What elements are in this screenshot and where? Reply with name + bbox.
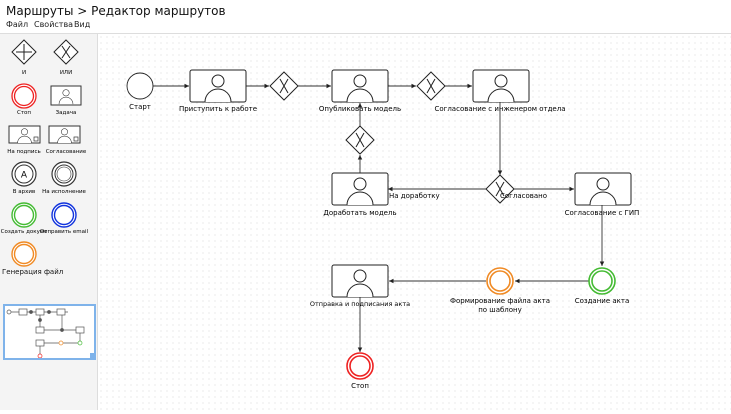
palette-item-create-document[interactable]: Создать докуме [1,202,48,235]
task-publish-model[interactable]: Опубликовать модель [319,69,401,113]
minimap-viewport[interactable] [3,304,96,360]
svg-text:Формирование файла акта: Формирование файла акта [450,297,550,305]
svg-text:Опубликовать модель: Опубликовать модель [319,105,401,113]
minimap-panel [0,296,98,410]
svg-text:Создать докуме: Создать докуме [1,229,48,235]
palette-item-stop[interactable]: Стоп [11,83,37,116]
svg-text:Согласование с инженером отдел: Согласование с инженером отдела [434,105,565,113]
svg-text:A: A [21,171,28,181]
palette-item-execution[interactable]: На исполнение [42,161,87,195]
palette-item-generate-file[interactable]: Генерация файл [2,241,63,276]
svg-text:И: И [22,70,26,76]
gateway-4[interactable] [345,125,375,155]
gateway-1[interactable] [269,71,299,101]
palette-item-task[interactable]: Задача [50,85,82,116]
svg-text:Стоп: Стоп [17,110,31,116]
svg-text:На подпись: На подпись [7,149,40,155]
stop-event[interactable]: Стоп [346,352,374,390]
exclusive-gateway-icon [345,125,375,155]
svg-text:по шаблону: по шаблону [478,306,522,314]
diagram-canvas[interactable]: Старт Приступить к работе Опубликовать м… [98,34,731,410]
task-rework-model[interactable]: Доработать модель [323,172,397,217]
event-form-file[interactable]: Формирование файла акта по шаблону [450,267,550,314]
event-create-act[interactable]: Создание акта [575,267,630,305]
exclusive-gateway-icon [53,39,79,65]
task-gip-approval[interactable]: Согласование с ГИП [565,172,640,217]
svg-text:В архив: В архив [13,189,35,195]
svg-text:Задача: Задача [56,110,77,116]
svg-text:Старт: Старт [129,103,151,111]
minimap-svg [6,308,85,359]
generate-file-icon [11,241,37,267]
svg-text:Доработать модель: Доработать модель [323,209,396,217]
exclusive-gateway-icon [485,174,515,204]
svg-text:Приступить к работе: Приступить к работе [179,105,257,113]
palette-item-and[interactable]: И [11,39,37,76]
palette-item-or[interactable]: ИЛИ [53,39,79,76]
svg-text:Отправка и подписания акта: Отправка и подписания акта [310,300,410,308]
menu-bar: Файл Свойства Вид [0,18,731,34]
menu-properties[interactable]: Свойства [34,20,74,29]
exclusive-gateway-icon [416,71,446,101]
svg-text:Отправить email: Отправить email [40,229,89,235]
exclusive-gateway-icon [269,71,299,101]
palette-item-sign[interactable]: На подпись [7,125,41,155]
palette-item-send-email[interactable]: Отправить email [40,202,89,235]
gateway-2[interactable] [416,71,446,101]
palette-item-approval[interactable]: Согласование [46,125,87,155]
task-engineer-approval[interactable]: Согласование с инженером отдела [434,69,566,113]
generate-file-label: Генерация файл [2,268,63,276]
end-event-icon [11,83,37,109]
execution-event-icon [51,161,77,187]
minimap-resize-handle[interactable] [90,353,95,358]
task-send-sign-act[interactable]: Отправка и подписания акта [310,264,410,308]
svg-text:Стоп: Стоп [351,382,369,390]
svg-text:На исполнение: На исполнение [42,189,86,195]
svg-text:ИЛИ: ИЛИ [60,70,72,76]
menu-view[interactable]: Вид [74,20,91,29]
svg-text:Создание акта: Создание акта [575,297,630,305]
create-document-icon [11,202,37,228]
svg-text:Согласование: Согласование [46,149,87,155]
menu-file[interactable]: Файл [6,20,29,29]
start-event[interactable]: Старт [126,72,154,111]
element-palette: И ИЛИ Стоп Задача На подпись Согласовани… [0,34,98,296]
archive-event-icon [11,161,37,187]
parallel-gateway-icon [11,39,37,65]
diagram-svg: Старт Приступить к работе Опубликовать м… [126,69,640,390]
gateway-3[interactable] [485,174,515,204]
edge-label-rework: На доработку [389,192,440,200]
palette-svg: И ИЛИ Стоп Задача На подпись Согласовани… [1,39,89,276]
page-title: Маршруты > Редактор маршрутов [6,4,226,18]
palette-item-archive[interactable]: A В архив [11,161,37,195]
task-start-work[interactable]: Приступить к работе [179,69,257,113]
svg-text:Согласование с ГИП: Согласование с ГИП [565,209,640,217]
send-email-icon [51,202,77,228]
edge-label-approved: Согласовано [500,192,547,200]
